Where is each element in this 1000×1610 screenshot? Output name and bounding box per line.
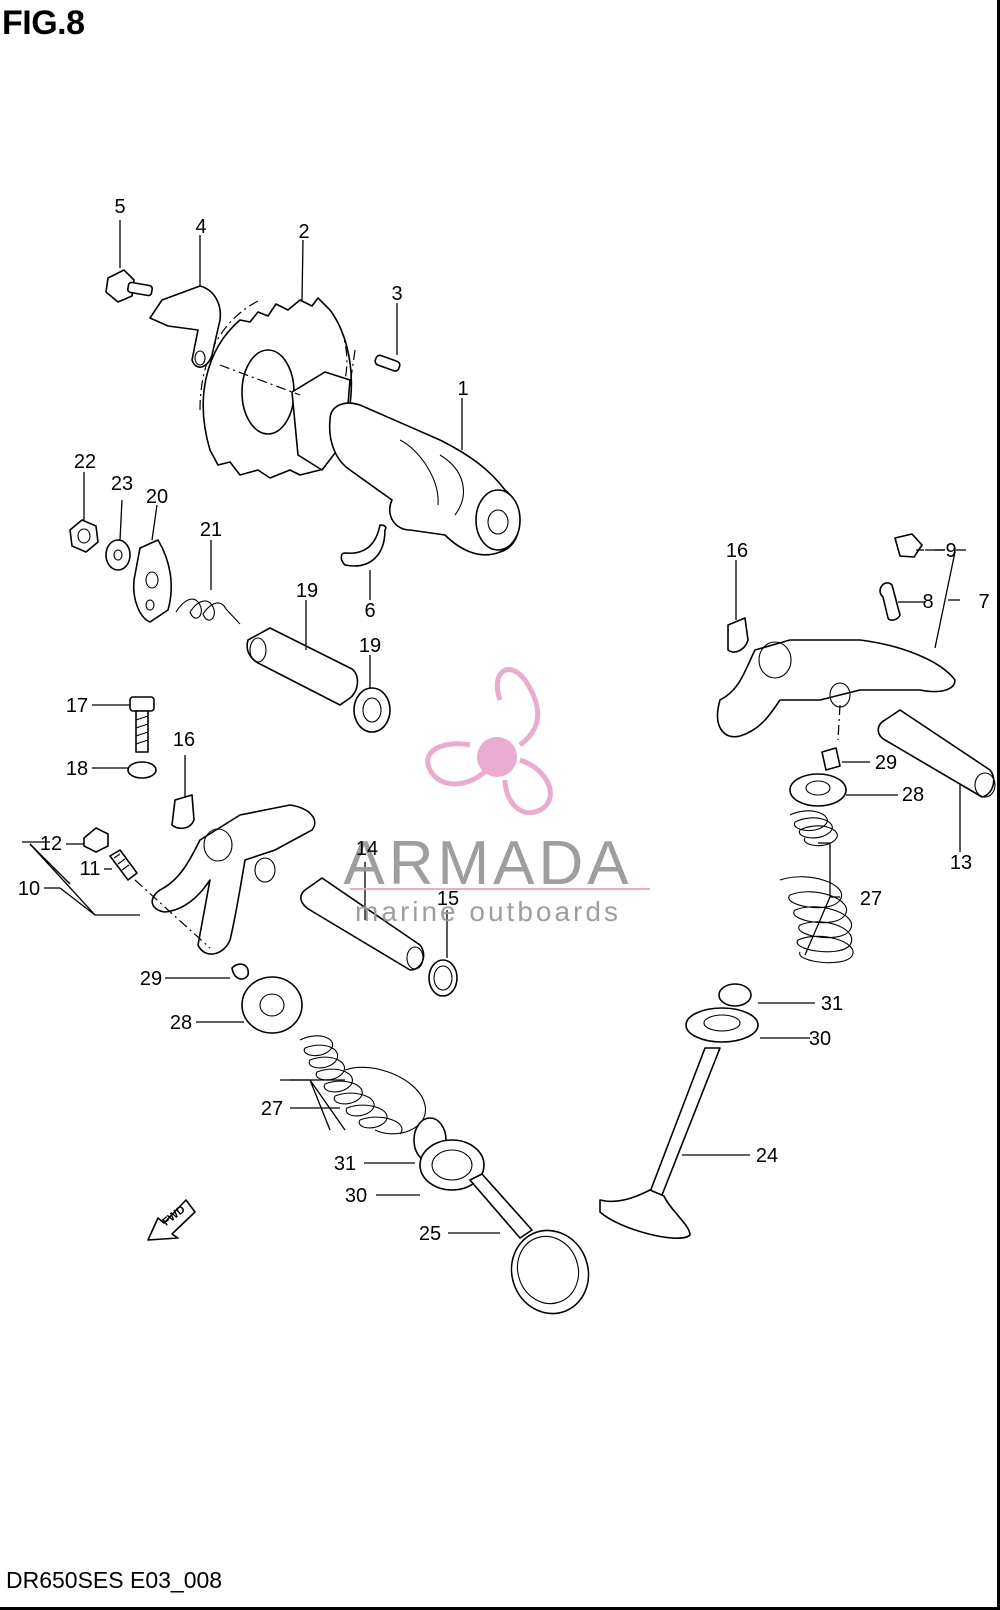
callout-29-right: 29 [875, 752, 897, 774]
valve-cotter-left-drawing [231, 963, 250, 980]
oil-seal-drawing [353, 687, 391, 733]
callout-13: 13 [950, 852, 972, 874]
intake-valve-drawing [599, 1047, 721, 1239]
callout-14: 14 [356, 838, 378, 860]
callout-27-left: 27 [261, 1098, 283, 1120]
washer-drawing [105, 539, 131, 571]
callout-28-left: 28 [170, 1012, 192, 1034]
circlip-drawing [340, 524, 387, 567]
valve-cotter-right-drawing [821, 747, 841, 771]
callout-30-right: 30 [809, 1028, 831, 1050]
callout-20: 19 [359, 635, 381, 657]
dowel-pin-drawing [374, 354, 401, 372]
callout-16-left: 16 [173, 729, 195, 751]
callout-30-left: 30 [345, 1185, 367, 1207]
callout-24: 23 [111, 473, 133, 495]
washer-small-drawing [127, 761, 157, 779]
rocker-arm-left-drawing [151, 794, 316, 955]
rocker-shaft-right-drawing [837, 704, 996, 798]
callout-6: 6 [364, 600, 375, 622]
callout-25: 24 [756, 1145, 778, 1167]
callout-8: 8 [922, 591, 933, 613]
spring-seat-right-drawing [685, 1007, 759, 1043]
callout-29-left: 29 [140, 968, 162, 990]
callout-7: 7 [978, 591, 989, 613]
watermark-brand: ARMADA [343, 829, 632, 898]
torsion-spring-drawing [175, 598, 241, 625]
camshaft-drawing [219, 349, 521, 556]
callout-5: 5 [114, 196, 125, 218]
callout-12: 12 [40, 833, 62, 855]
callout-4: 4 [195, 216, 206, 238]
callout-11: 11 [80, 858, 101, 880]
bolt-drawing [129, 696, 155, 753]
callout-labels: 5 4 2 3 1 6 22 23 20 21 19 19 16 9 8 7 2… [18, 196, 990, 1245]
decomp-lever-drawing [132, 539, 172, 623]
exhaust-valve-drawing [469, 1173, 590, 1315]
adjuster-nut-drawing [83, 827, 109, 853]
armada-watermark: ARMADA marine outboards [343, 667, 650, 927]
callout-3: 3 [391, 283, 402, 305]
valve-seal-right-drawing [718, 983, 752, 1007]
frame-border-right [997, 0, 1000, 1610]
valve-spring-right-drawing [779, 810, 854, 964]
callout-23: 22 [74, 451, 96, 473]
frame-border-bottom [0, 1607, 1000, 1610]
callout-22: 21 [200, 519, 222, 541]
spring-retainer-left-drawing [241, 976, 303, 1034]
callout-21: 20 [146, 486, 168, 508]
sprocket-bolt-drawing [105, 269, 154, 303]
callout-26: 25 [419, 1223, 441, 1245]
decomp-shaft-drawing [246, 627, 359, 706]
callout-28-right: 28 [902, 784, 924, 806]
callout-17: 17 [66, 695, 88, 717]
figure-title: FIG.8 [2, 4, 85, 42]
fwd-direction-arrow-icon: FWD [147, 1199, 196, 1241]
callout-15: 15 [437, 888, 459, 910]
spring-seat-left-drawing [419, 1139, 485, 1191]
leader-lines [22, 220, 966, 1234]
callout-1: 1 [457, 378, 468, 400]
callout-16-right: 16 [726, 540, 748, 562]
callout-27-right: 27 [860, 888, 882, 910]
rocker-shaft-left-drawing [300, 877, 458, 997]
watermark-tagline: marine outboards [355, 896, 621, 927]
callout-31-right: 31 [821, 993, 843, 1015]
nut-drawing [69, 519, 99, 553]
callout-2: 2 [298, 221, 309, 243]
callout-31-left: 31 [334, 1153, 356, 1175]
spring-retainer-right-drawing [789, 773, 847, 807]
figure-code: DR650SES E03_008 [6, 1567, 223, 1593]
callout-10: 10 [18, 878, 40, 900]
lock-plate-drawing [149, 285, 222, 368]
rocker-arm-right-drawing [716, 533, 956, 738]
adjuster-screw-drawing [109, 849, 211, 949]
callout-9: 9 [945, 540, 956, 562]
valve-spring-left-drawing [299, 1035, 426, 1135]
propeller-logo-icon [425, 667, 553, 816]
callout-19: 19 [296, 580, 318, 602]
callout-18: 18 [66, 758, 88, 780]
